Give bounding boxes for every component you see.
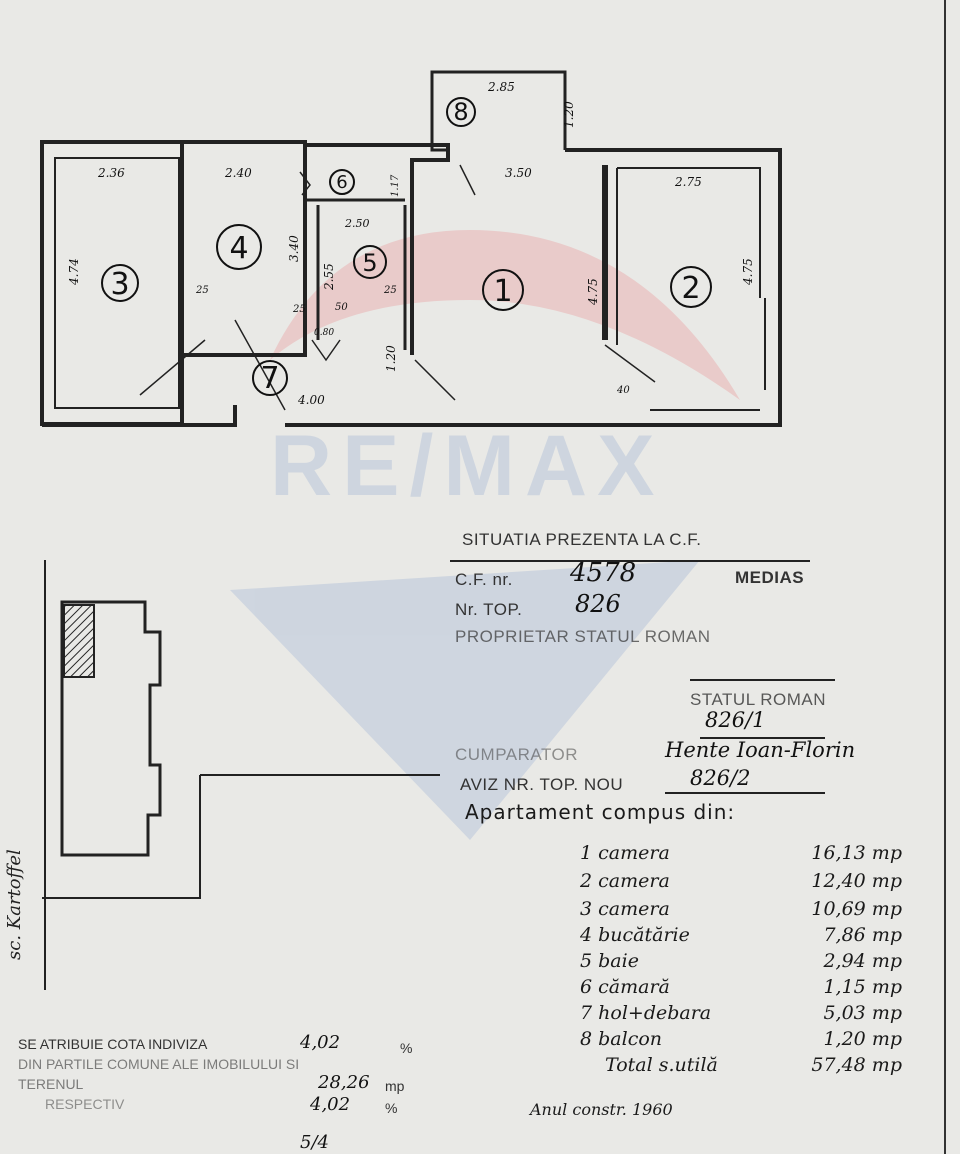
building-outline bbox=[60, 600, 162, 857]
floor-plan bbox=[40, 70, 782, 427]
svg-text:8: 8 bbox=[453, 98, 468, 126]
side-text: sc. Kartoffel bbox=[4, 849, 25, 960]
room-1-label: 1 bbox=[482, 269, 524, 311]
svg-text:3.40: 3.40 bbox=[287, 235, 301, 262]
owner2: STATUL ROMAN bbox=[690, 690, 827, 709]
remax-watermark-logo: RE/MAX bbox=[230, 230, 740, 840]
cf-locality: MEDIAS bbox=[735, 568, 805, 587]
svg-text:2: 2 bbox=[681, 271, 700, 306]
svg-text:4.74: 4.74 bbox=[67, 258, 81, 286]
svg-text:25: 25 bbox=[292, 304, 306, 315]
svg-text:2.50: 2.50 bbox=[344, 217, 370, 230]
svg-text:2.36: 2.36 bbox=[97, 166, 125, 180]
svg-text:5: 5 bbox=[362, 249, 377, 277]
svg-text:3.50: 3.50 bbox=[505, 166, 532, 180]
svg-text:4: 4 bbox=[229, 231, 248, 266]
new-top-number: 826/2 bbox=[690, 766, 751, 790]
svg-text:40: 40 bbox=[616, 385, 630, 396]
top-old: 826/1 bbox=[705, 708, 766, 732]
composition-heading: Apartament compus din: bbox=[465, 800, 736, 824]
room-3-label: 3 bbox=[101, 264, 139, 302]
room-6-walls bbox=[305, 143, 450, 355]
balcony-8-walls bbox=[430, 70, 567, 152]
svg-text:4.75: 4.75 bbox=[586, 278, 600, 306]
svg-text:4.00: 4.00 bbox=[297, 393, 325, 407]
cf-label: C.F. nr. bbox=[455, 570, 513, 589]
top-number: 826 bbox=[575, 590, 621, 618]
room-5-label: 5 bbox=[353, 245, 387, 279]
cf-number: 4578 bbox=[570, 558, 637, 588]
svg-text:7: 7 bbox=[260, 361, 279, 396]
svg-text:4.75: 4.75 bbox=[741, 258, 755, 286]
site-plan bbox=[42, 560, 440, 990]
svg-text:50: 50 bbox=[335, 302, 348, 313]
cf-underlines bbox=[450, 560, 835, 794]
svg-text:3: 3 bbox=[110, 267, 129, 302]
svg-text:25: 25 bbox=[383, 285, 397, 296]
construction-year: Anul constr. 1960 bbox=[530, 1100, 673, 1119]
svg-text:6: 6 bbox=[336, 172, 347, 193]
room-8-label: 8 bbox=[446, 97, 476, 127]
svg-text:2.75: 2.75 bbox=[674, 175, 702, 189]
new-top-label: AVIZ NR. TOP. NOU bbox=[460, 775, 624, 794]
owner-label: PROPRIETAR STATUL ROMAN bbox=[455, 627, 711, 646]
svg-text:RE/MAX: RE/MAX bbox=[270, 418, 664, 514]
svg-text:2.40: 2.40 bbox=[224, 166, 252, 180]
svg-text:25: 25 bbox=[195, 285, 209, 296]
svg-text:0.80: 0.80 bbox=[314, 328, 334, 338]
apartment-hatched bbox=[63, 604, 95, 678]
svg-text:2.85: 2.85 bbox=[487, 80, 515, 94]
room-4-walls bbox=[182, 140, 307, 357]
svg-text:2.55: 2.55 bbox=[322, 263, 336, 291]
buyer-label: CUMPARATOR bbox=[455, 745, 579, 764]
cf-title: SITUATIA PREZENTA LA C.F. bbox=[462, 530, 702, 549]
outer-wall-bottom bbox=[42, 148, 782, 427]
top-label: Nr. TOP. bbox=[455, 600, 523, 619]
room-6-label: 6 bbox=[329, 169, 355, 195]
room-2-label: 2 bbox=[670, 266, 712, 308]
svg-text:1.20: 1.20 bbox=[384, 345, 398, 372]
dimension-labels: 2.36 4.74 2.40 3.40 1.17 2.50 2.55 25 25… bbox=[67, 80, 755, 407]
room-5-walls bbox=[305, 198, 407, 350]
room-4-label: 4 bbox=[216, 224, 262, 270]
buyer-name: Hente Ioan-Florin bbox=[665, 738, 856, 762]
svg-text:1: 1 bbox=[493, 274, 512, 309]
room-7-label: 7 bbox=[252, 360, 288, 396]
svg-text:1.20: 1.20 bbox=[562, 101, 576, 128]
room-numbers: 3 4 6 5 1 2 7 8 bbox=[101, 97, 712, 396]
svg-text:1.17: 1.17 bbox=[390, 174, 401, 197]
